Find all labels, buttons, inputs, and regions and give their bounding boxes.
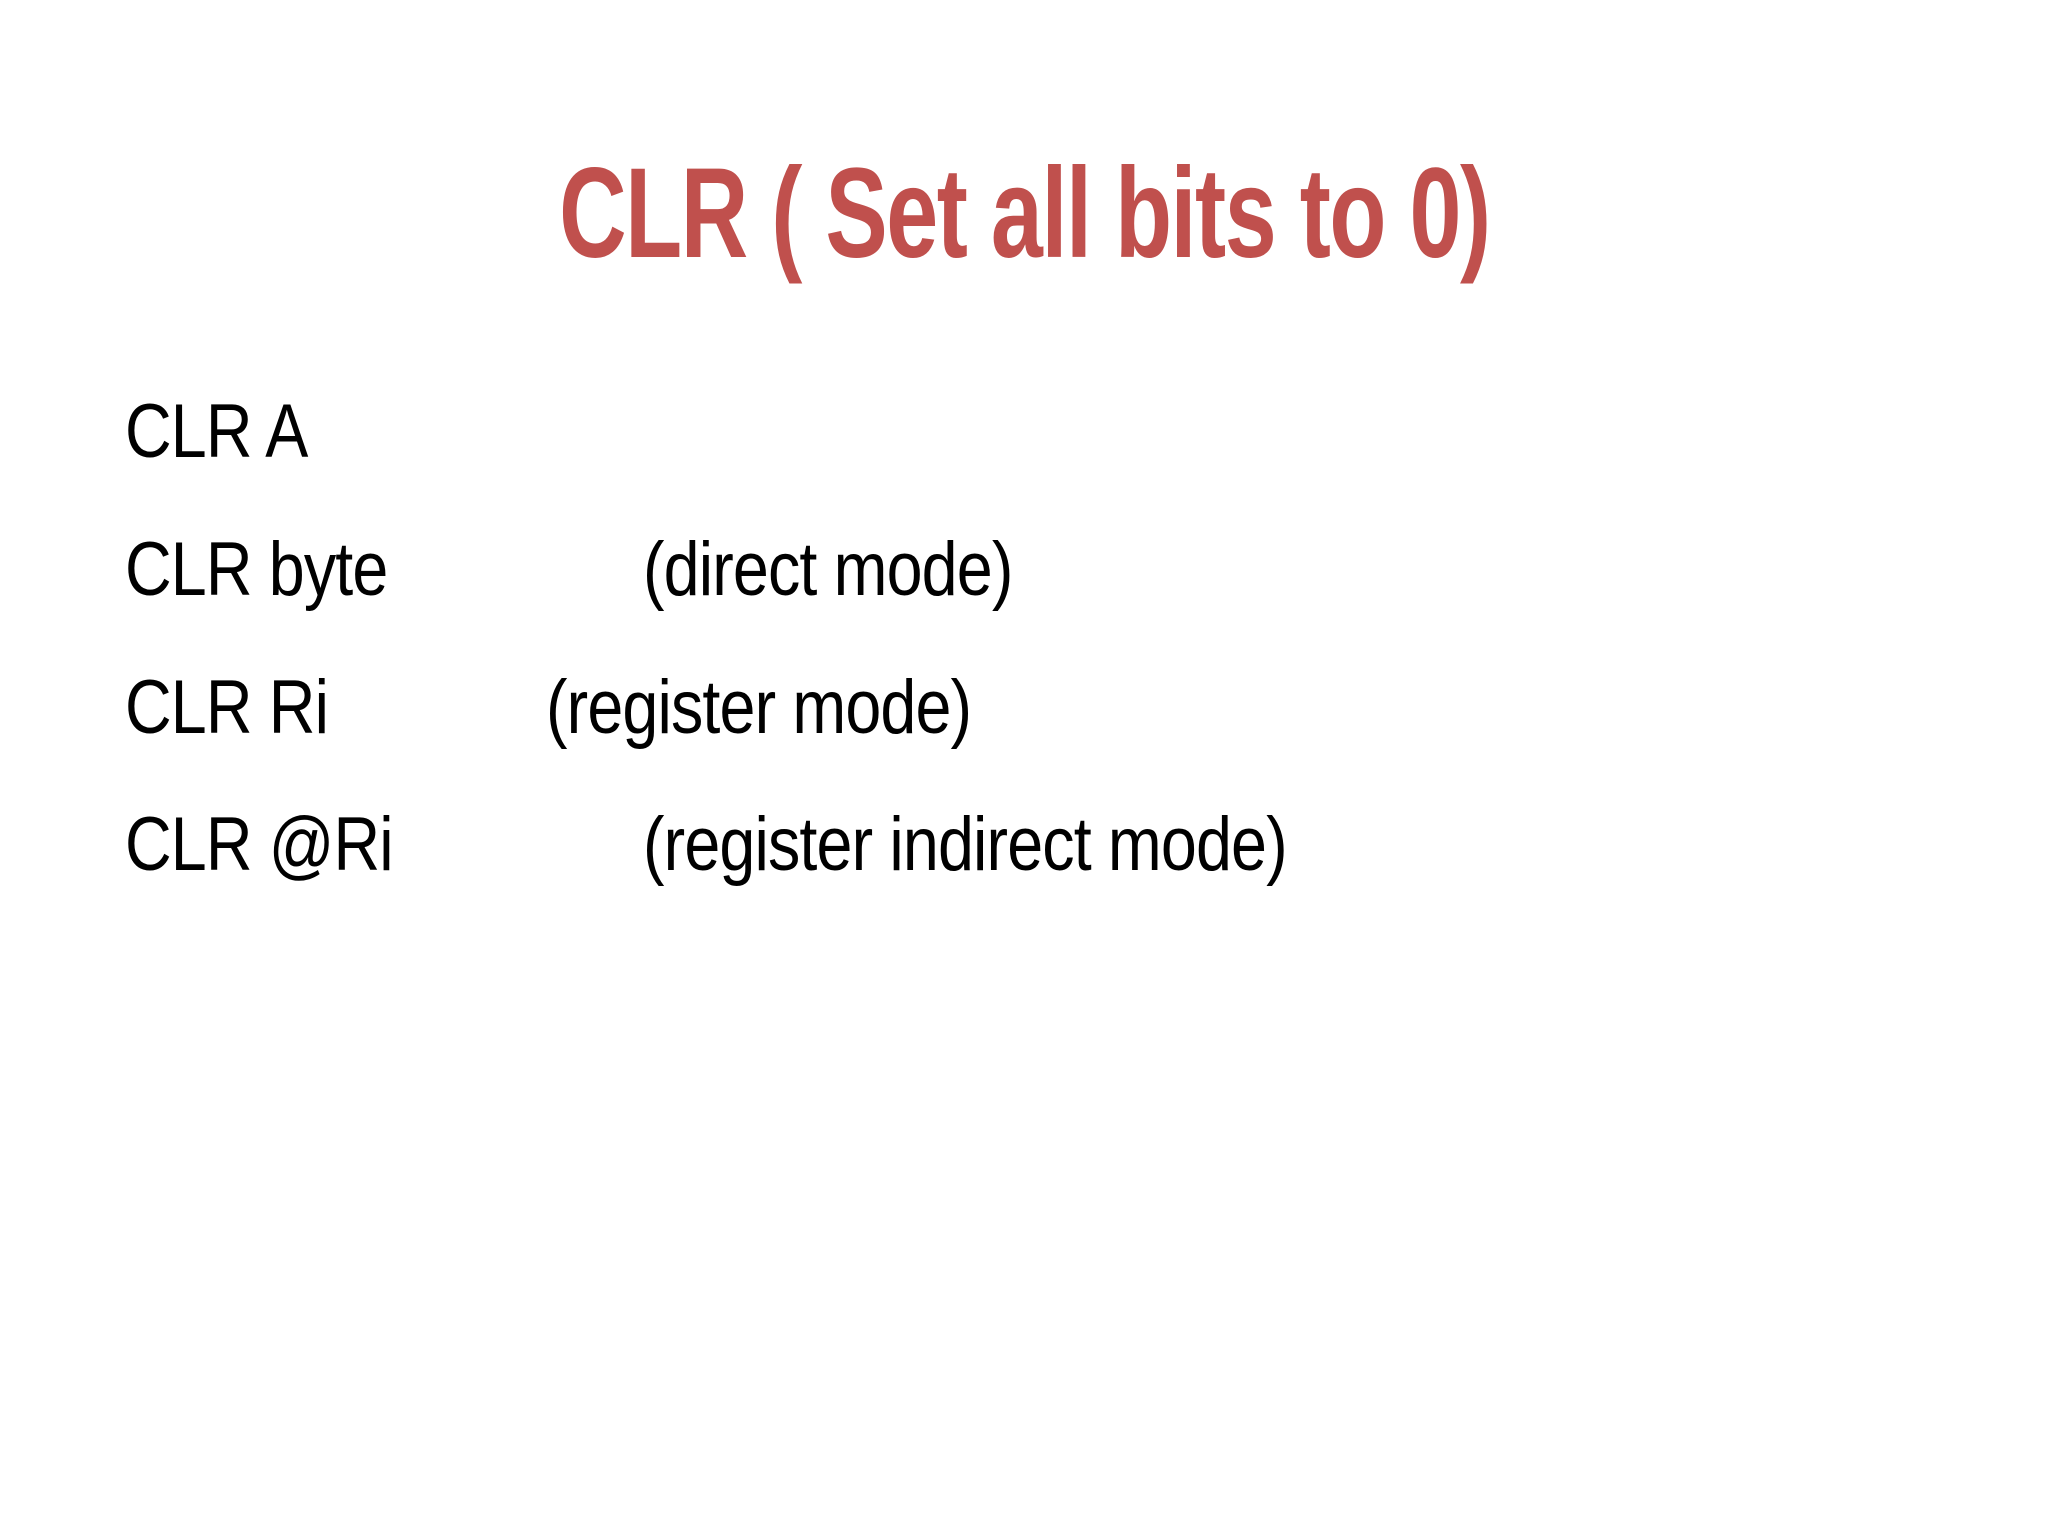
- annotation-text: (register indirect mode): [643, 802, 1288, 887]
- instruction-line-clr-a: CLR A: [0, 390, 2048, 500]
- instruction-line-clr-ri: CLR Ri (register mode): [0, 666, 2048, 776]
- annotation-text: (register mode): [546, 665, 972, 750]
- mnemonic-text: CLR A: [125, 389, 308, 474]
- mnemonic-text: CLR @Ri: [125, 802, 394, 887]
- slide-title: CLR ( Set all bits to 0): [0, 134, 2048, 294]
- annotation-text: (direct mode): [643, 527, 1013, 612]
- instruction-line-clr-byte: CLR byte (direct mode): [0, 528, 2048, 638]
- instruction-line-clr-indirect-ri: CLR @Ri (register indirect mode): [0, 803, 2048, 913]
- slide-title-text: CLR ( Set all bits to 0): [558, 141, 1491, 285]
- mnemonic-text: CLR byte: [125, 527, 388, 612]
- mnemonic-text: CLR Ri: [125, 665, 329, 750]
